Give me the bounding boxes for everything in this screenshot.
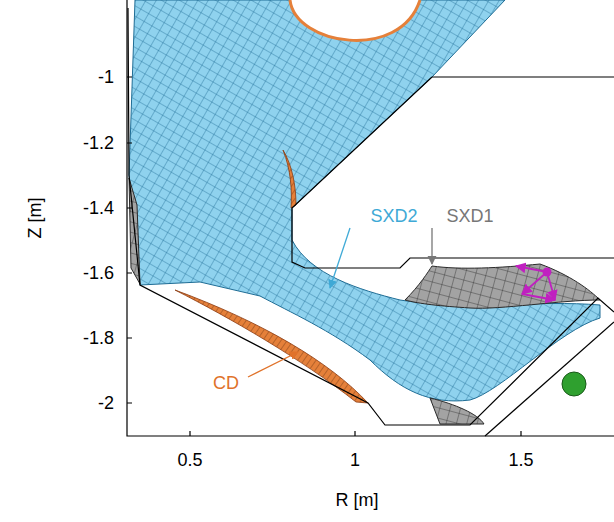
sxd2-grid: [129, 0, 600, 401]
tick-label: -1.2: [83, 134, 114, 152]
tick-label: 1: [350, 451, 360, 469]
grid-label: CD: [213, 374, 239, 392]
coil: [562, 372, 586, 396]
cd-grid: [283, 150, 296, 208]
tick-label: -2: [98, 394, 114, 412]
axes: [127, 0, 614, 436]
axis-title: R [m]: [336, 491, 379, 509]
tick-label: -1.6: [83, 264, 114, 282]
tick-label: -1.4: [83, 199, 114, 217]
axis-title: Z [m]: [25, 198, 43, 239]
leader-line: [248, 352, 298, 377]
probe-vectors: [516, 266, 555, 300]
tick-label: 1.5: [508, 451, 533, 469]
sxd1-grid: [405, 264, 600, 308]
tick-label: -1.8: [83, 329, 114, 347]
tick-label: -1: [98, 68, 114, 86]
sxd1-grid: [430, 398, 484, 424]
cd-grid: [175, 290, 368, 403]
vessel-wall: [128, 8, 614, 436]
grid-label: SXD1: [446, 207, 493, 225]
probe-point: [543, 268, 552, 277]
leader-line: [330, 228, 350, 288]
grid-label: SXD2: [370, 207, 417, 225]
leader-line: [431, 228, 432, 264]
tick-label: 0.5: [177, 451, 202, 469]
cd-grid: [290, 0, 420, 40]
